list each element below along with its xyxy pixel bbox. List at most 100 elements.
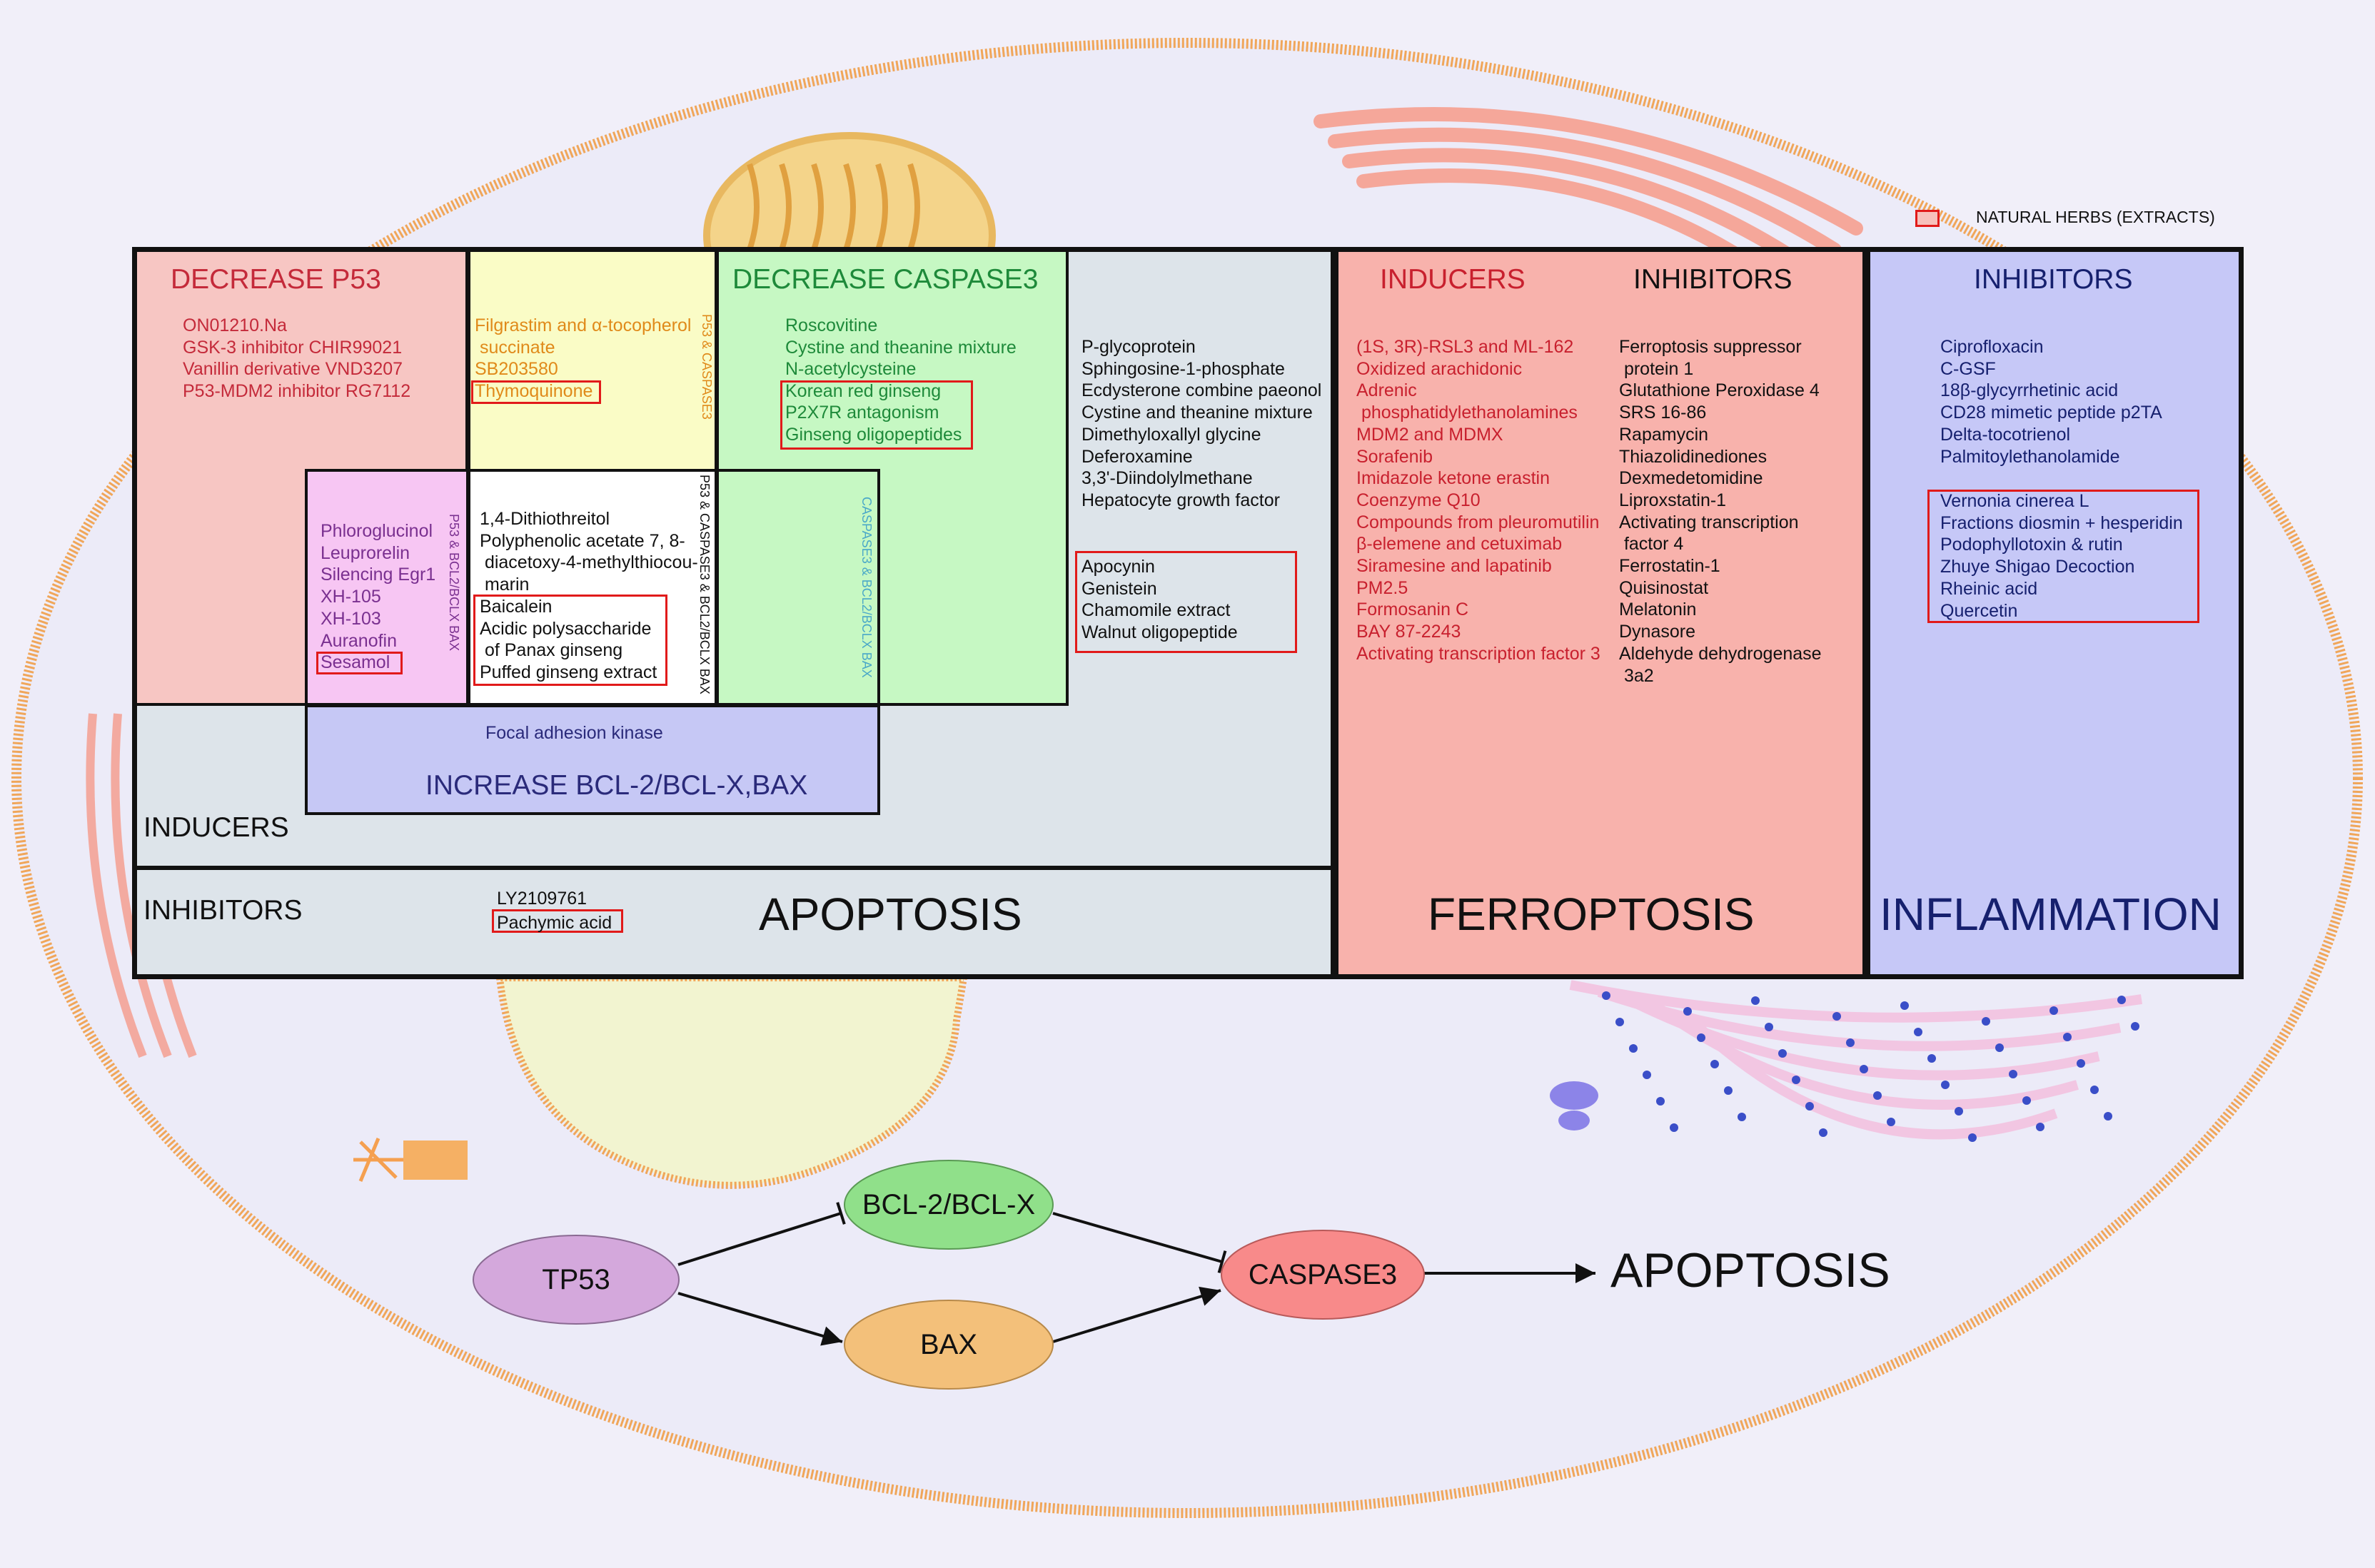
ribosome-large — [1550, 1081, 1598, 1110]
ferroptosis-inducer-item: Compounds from pleuromutilin — [1356, 512, 1600, 532]
inducer-herb-item: Walnut oligopeptide — [1081, 622, 1238, 643]
inducer-item: Dimethyloxallyl glycine — [1081, 424, 1261, 445]
ribosome — [1887, 1118, 1895, 1126]
ginseng-herb-frame — [780, 380, 973, 450]
ferroptosis-inducer-item: (1S, 3R)-RSL3 and ML-162 — [1356, 337, 1574, 357]
inflammation-herb-item: Vernonia cinerea L — [1940, 491, 2089, 511]
ferroptosis-inducer-item: Sorafenib — [1356, 446, 1433, 467]
inflammation-herb-item: Zhuye Shigao Decoction — [1940, 557, 2135, 577]
triple-overlap-item: of Panax ginseng — [480, 640, 623, 661]
apoptosis-inhibitors-row — [132, 866, 1336, 979]
p53-bcl2-item: Silencing Egr1 — [321, 565, 436, 585]
p53-caspase3-box — [468, 249, 717, 472]
ferroptosis-inhibitor-item: 3a2 — [1619, 665, 1654, 686]
apoptosis-inhibitors-label: INHIBITORS — [143, 895, 303, 926]
inflammation-item: Delta-tocotrienol — [1940, 424, 2071, 445]
ribosome — [1629, 1044, 1638, 1053]
ribosome — [1643, 1071, 1651, 1079]
ferroptosis-inhibitor-item: Quisinostat — [1619, 577, 1709, 598]
ribosome — [2077, 1059, 2085, 1068]
ribosome — [2117, 996, 2126, 1004]
er-membrane — [111, 713, 172, 1058]
decrease-p53-item: GSK-3 inhibitor CHIR99021 — [183, 337, 403, 358]
triple-overlap-item: Puffed ginseng extract — [480, 662, 657, 682]
ribosome — [1602, 991, 1610, 1000]
er-membrane — [86, 713, 147, 1058]
p53-caspase3-item: Filgrastim and α-tocopherol — [475, 315, 692, 335]
bcl2-node: BCL-2/BCL-X — [862, 1188, 1036, 1220]
p53-bcl2-side-label: P53 & BCL2/BCLX BAX — [447, 514, 461, 652]
mitochondrion-crista — [843, 163, 856, 251]
increase-bcl2-box — [305, 704, 880, 815]
ferroptosis-inhibitor-item: Ferroptosis suppressor — [1619, 337, 1802, 357]
ribosome — [2049, 1006, 2058, 1015]
ribosome — [1860, 1065, 1868, 1073]
inducer-item: Ecdysterone combine paeonol — [1081, 380, 1322, 401]
triple-overlap-item: Baicalein — [480, 596, 553, 617]
ribosome — [2063, 1033, 2072, 1041]
arrow-bax-caspase3 — [1052, 1289, 1221, 1343]
ferroptosis-title: FERROPTOSIS — [1428, 889, 1755, 940]
p53-caspase3-item: SB203580 — [475, 359, 558, 379]
ferroptosis-inhibitor-item: Thiazolidinediones — [1619, 446, 1768, 467]
pathway-apoptosis-label: APOPTOSIS — [1610, 1243, 1890, 1298]
golgi-cisterna — [1328, 127, 1842, 257]
inducer-herb-item: Apocynin — [1081, 557, 1155, 577]
ferroptosis-inducer-item: MDM2 and MDMX — [1356, 424, 1503, 445]
decrease-caspase3-item: Korean red ginseng — [785, 380, 942, 401]
ribosome — [1738, 1113, 1746, 1121]
arrow-caspase3-apoptosis-head — [1575, 1263, 1595, 1283]
inflammation-inhibitors-label: INHIBITORS — [1974, 264, 2133, 295]
ferroptosis-inhibitor-item: Activating transcription — [1619, 512, 1799, 532]
ferroptosis-inhibitor-item: Aldehyde dehydrogenase — [1619, 643, 1822, 664]
ribosome — [1982, 1017, 1990, 1026]
ferroptosis-inhibitor-item: SRS 16-86 — [1619, 403, 1707, 423]
inducer-herb-item: Genistein — [1081, 578, 1157, 599]
ribosome — [1846, 1038, 1855, 1047]
inflammation-item: Ciprofloxacin — [1940, 337, 2044, 357]
arrow-bax-caspase3-head — [1199, 1286, 1221, 1306]
ferroptosis-inducer-item: Coenzyme Q10 — [1356, 490, 1481, 510]
p53-caspase3-item: succinate — [475, 337, 555, 358]
ribosome — [1615, 1018, 1624, 1026]
pachymic-herb-frame — [492, 909, 623, 933]
golgi-cisterna — [1342, 148, 1820, 278]
rough-er — [1681, 1010, 2058, 1140]
apoptosis-inducers-label: INDUCERS — [143, 812, 289, 843]
ribosome — [1710, 1060, 1719, 1068]
inducer-item: P-glycoprotein — [1081, 337, 1196, 357]
inflammation-item: C-GSF — [1940, 358, 1996, 379]
triple-overlap-item: Polyphenolic acetate 7, 8- — [480, 530, 685, 551]
ribosome — [1670, 1123, 1678, 1132]
ribosome — [1832, 1012, 1841, 1021]
ribosome — [1778, 1049, 1787, 1058]
inflammation-item: 18β-glycyrrhetinic acid — [1940, 380, 2119, 401]
arrow-tp53-bax — [677, 1292, 843, 1343]
inducer-item: 3,3'-Diindolylmethane — [1081, 468, 1253, 489]
triple-overlap-item: Acidic polysaccharide — [480, 618, 652, 639]
ferroptosis-inhibitor-item: Dynasore — [1619, 622, 1695, 642]
ferroptosis-inducer-item: Adrenic — [1356, 380, 1417, 401]
ribosome — [2090, 1086, 2099, 1094]
p53-bcl2-item: Phloroglucinol — [321, 521, 433, 541]
ferroptosis-inducer-item: β-elemene and cetuximab — [1356, 534, 1563, 555]
baicalein-herb-frame — [473, 595, 667, 686]
ribosome-small — [1558, 1111, 1590, 1131]
ribosome — [2104, 1112, 2112, 1121]
p53-bcl2-item: Leuprorelin — [321, 542, 410, 563]
p53-bcl2-item: Auranofin — [321, 630, 398, 651]
herb-legend-label: NATURAL HERBS (EXTRACTS) — [1976, 208, 2215, 226]
inflammation-herb-item: Quercetin — [1940, 600, 2018, 621]
inducer-herb-frame — [1075, 551, 1297, 653]
ribosome — [1724, 1086, 1733, 1095]
arrow-tp53-bcl2-bar — [836, 1202, 846, 1225]
decrease-caspase3-item: N-acetylcysteine — [785, 359, 917, 379]
tp53-node: TP53 — [542, 1263, 610, 1295]
ferroptosis-inhibitor-item: Liproxstatin-1 — [1619, 490, 1727, 510]
inducer-item: Deferoxamine — [1081, 446, 1193, 467]
arrow-tp53-bcl2 — [677, 1212, 842, 1266]
apoptosis-inhibitor-item: LY2109761 — [497, 889, 588, 909]
decrease-caspase3-heading: DECREASE CASPASE3 — [732, 264, 1039, 295]
inflammation-herb-item: Fractions diosmin + hesperidin — [1940, 512, 2183, 533]
ribosome — [1751, 996, 1760, 1005]
